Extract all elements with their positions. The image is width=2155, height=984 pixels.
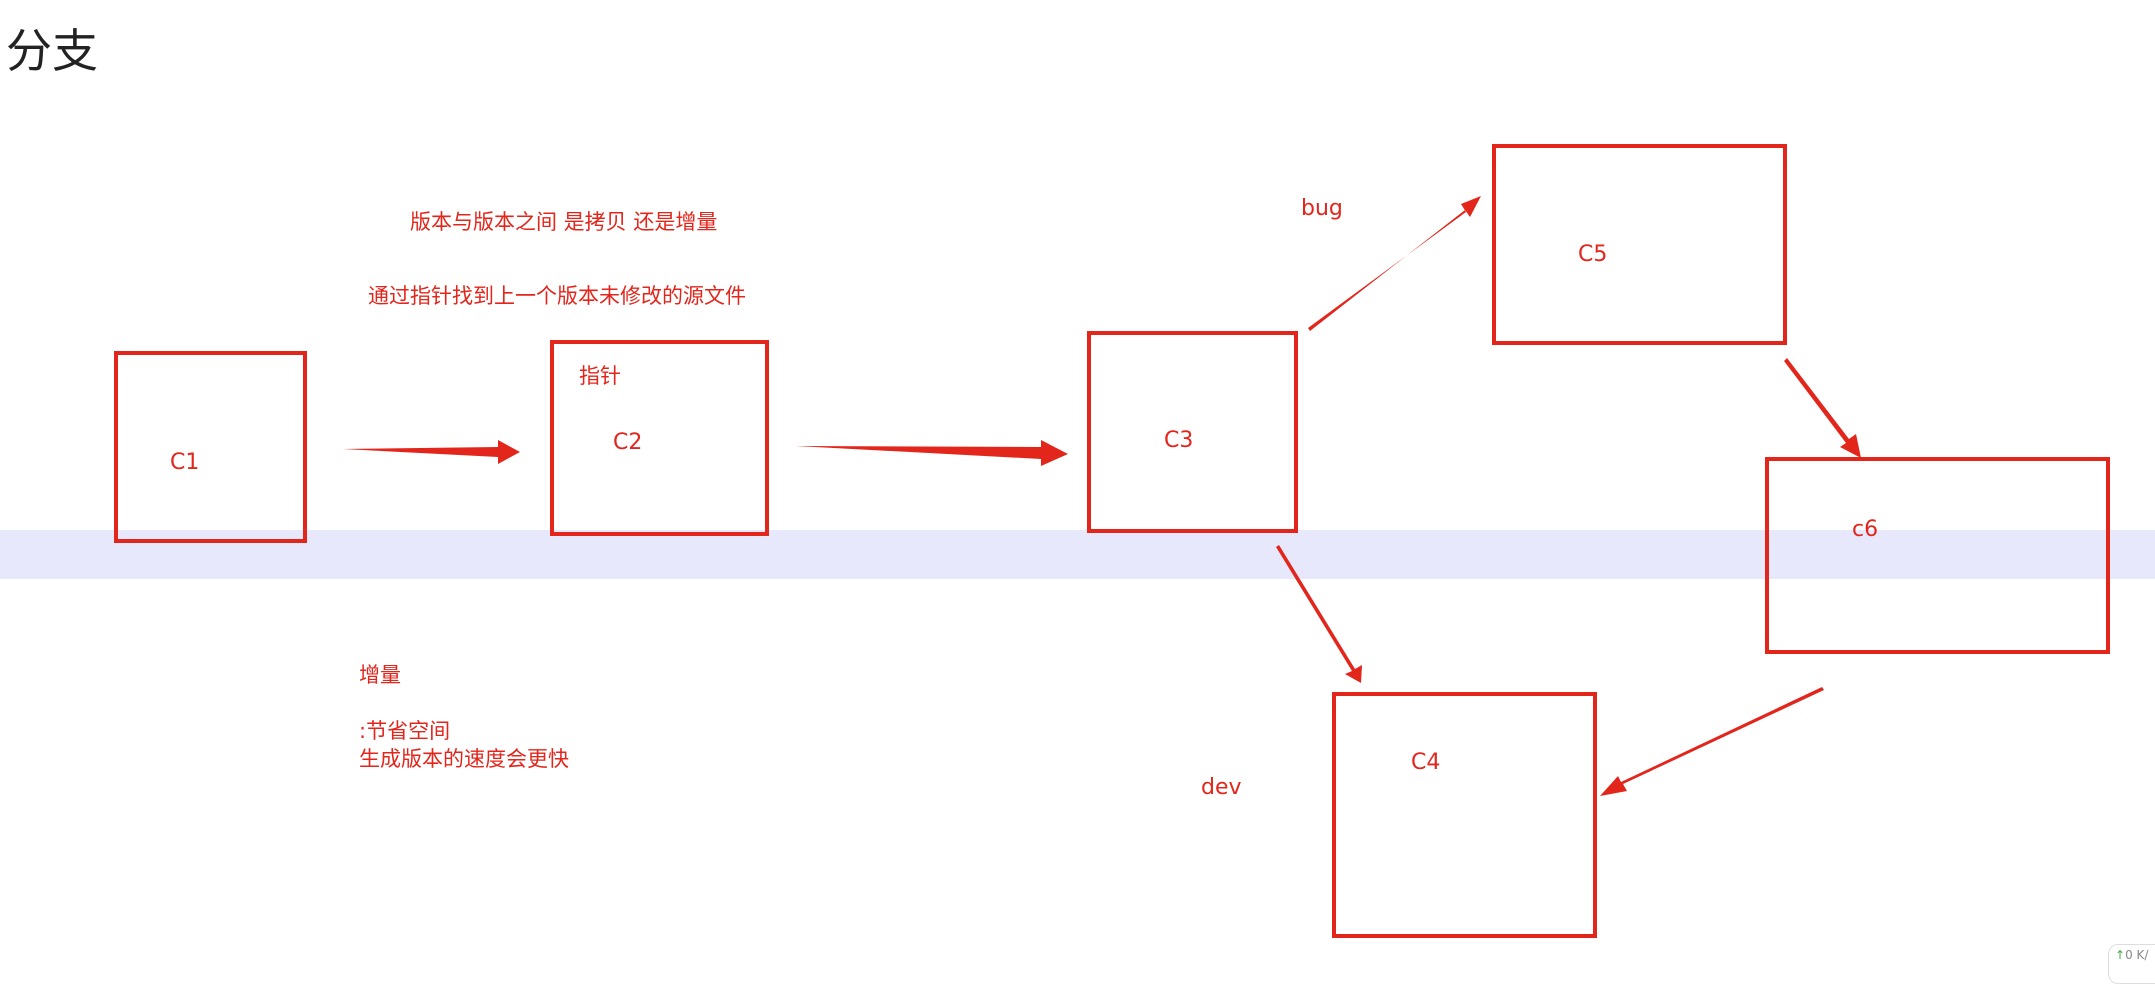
copy-question-note: 版本与版本之间 是拷贝 还是增量 (410, 210, 718, 234)
node-c3 (1087, 331, 1298, 533)
arrow-c5-c6 (1784, 358, 1861, 458)
highlight-band (0, 530, 2155, 579)
node-c5 (1492, 144, 1787, 345)
node-c3-label: C3 (1164, 428, 1194, 453)
status-up-count: 0 (2125, 948, 2133, 962)
node-c4 (1332, 692, 1597, 938)
status-suffix: K/ (2136, 948, 2149, 962)
arrow-c3-c5 (1308, 196, 1481, 331)
increment-line-1: :节省空间 (359, 719, 451, 743)
arrow-c3-c4 (1276, 545, 1362, 683)
arrow-c6-c4 (1600, 687, 1824, 796)
pointer-label: 指针 (579, 364, 621, 388)
page-title: 分支 (6, 24, 98, 78)
status-widget[interactable]: ↑0 K/ (2108, 944, 2155, 984)
node-c2 (550, 340, 769, 536)
node-c2-label: C2 (613, 430, 643, 455)
branch-dev-label: dev (1201, 775, 1242, 800)
increment-title: 增量 (359, 663, 401, 687)
arrow-c2-c3 (796, 440, 1068, 466)
branch-bug-label: bug (1301, 196, 1343, 221)
node-c5-label: C5 (1578, 242, 1608, 267)
arrow-c1-c2 (343, 440, 520, 464)
node-c6 (1765, 457, 2110, 654)
increment-line-2: 生成版本的速度会更快 (359, 747, 569, 771)
node-c1 (114, 351, 307, 543)
node-c6-label: c6 (1852, 517, 1879, 542)
pointer-note: 通过指针找到上一个版本未修改的源文件 (368, 284, 746, 308)
node-c4-label: C4 (1411, 750, 1441, 775)
node-c1-label: C1 (170, 450, 200, 475)
